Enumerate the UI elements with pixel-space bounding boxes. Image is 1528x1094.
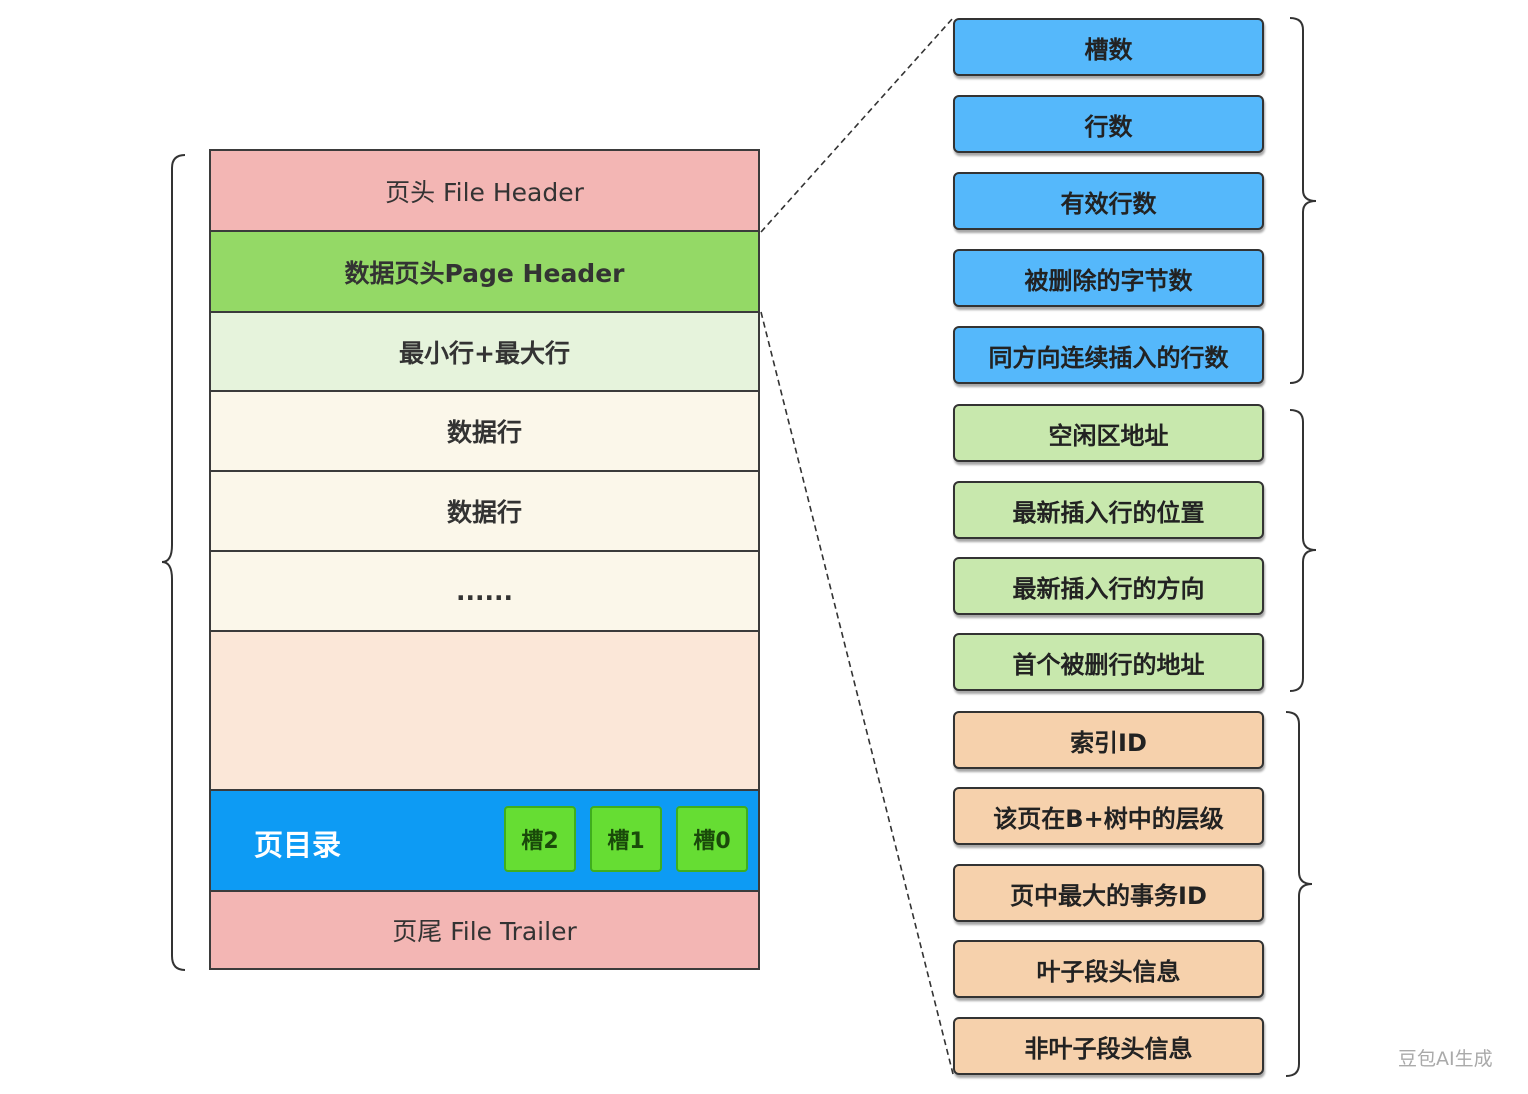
brace-green [1289,409,1317,692]
file-header-label: 页头 File Header [385,177,584,207]
data-row-label-2: 数据行 [446,498,522,527]
brace-orange [1285,711,1313,1077]
field-btree-level: 该页在B+树中的层级 [953,787,1264,845]
field-nonleaf-segment-header: 非叶子段头信息 [953,1017,1264,1075]
field-same-direction-inserts: 同方向连续插入的行数 [953,326,1264,384]
field-slot-count: 槽数 [953,18,1264,76]
slot-0: 槽0 [676,806,748,872]
page-header-block: 数据页头Page Header [209,230,760,313]
slot-2: 槽2 [504,806,576,872]
brace-blue [1289,17,1317,384]
zoom-line-top [760,17,954,233]
page-header-label: 数据页头Page Header [344,258,625,288]
page-directory-block [209,789,760,892]
field-last-insert-direction: 最新插入行的方向 [953,557,1264,615]
field-valid-record-count: 有效行数 [953,172,1264,230]
field-leaf-segment-header: 叶子段头信息 [953,940,1264,998]
data-row-label-1: 数据行 [446,418,522,447]
data-row-block-2: 数据行 [209,470,760,552]
file-header-block: 页头 File Header [209,149,760,232]
field-max-trx-id: 页中最大的事务ID [953,864,1264,922]
file-trailer-label: 页尾 File Trailer [392,917,577,946]
file-trailer-block: 页尾 File Trailer [209,890,760,970]
infimum-supremum-block: 最小行+最大行 [209,311,760,392]
page-directory-label: 页目录 [254,828,342,862]
field-last-insert-position: 最新插入行的位置 [953,481,1264,539]
slot-1: 槽1 [590,806,662,872]
zoom-line-bottom [760,311,954,1075]
left-brace [161,154,186,971]
field-deleted-bytes: 被删除的字节数 [953,249,1264,307]
watermark: 豆包AI生成 [1398,1048,1493,1070]
ellipsis-label: ...... [456,576,513,606]
field-record-count: 行数 [953,95,1264,153]
field-first-deleted-address: 首个被删行的地址 [953,633,1264,691]
field-free-space-address: 空闲区地址 [953,404,1264,462]
free-space-block [209,630,760,791]
field-index-id: 索引ID [953,711,1264,769]
infimum-supremum-label: 最小行+最大行 [399,338,570,368]
data-row-block-1: 数据行 [209,390,760,472]
ellipsis-block: ...... [209,550,760,632]
